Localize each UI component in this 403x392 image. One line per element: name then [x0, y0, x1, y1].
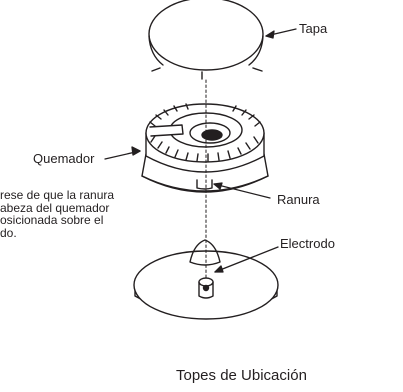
alignment-note-line-2: abeza del quemador	[0, 200, 110, 215]
burner-cap	[148, 0, 264, 80]
alignment-note: rese de que la ranura abeza del quemador…	[0, 189, 165, 239]
burner-base	[133, 239, 279, 320]
alignment-note-line-3: osicionada sobre el	[0, 213, 104, 227]
ranura-arrow	[213, 183, 271, 199]
label-quemador: Quemador	[33, 151, 95, 166]
caption-topes-de-ubicacion: Topes de Ubicación	[176, 367, 307, 384]
leader-arrows	[104, 28, 297, 273]
burner-head	[141, 103, 269, 193]
label-ranura: Ranura	[277, 192, 320, 207]
alignment-note-line-4: do.	[0, 225, 17, 239]
label-tapa: Tapa	[299, 21, 328, 36]
electrodo-arrow	[214, 246, 279, 273]
label-electrodo: Electrodo	[280, 236, 335, 251]
alignment-note-line-1: rese de que la ranura	[0, 189, 115, 202]
